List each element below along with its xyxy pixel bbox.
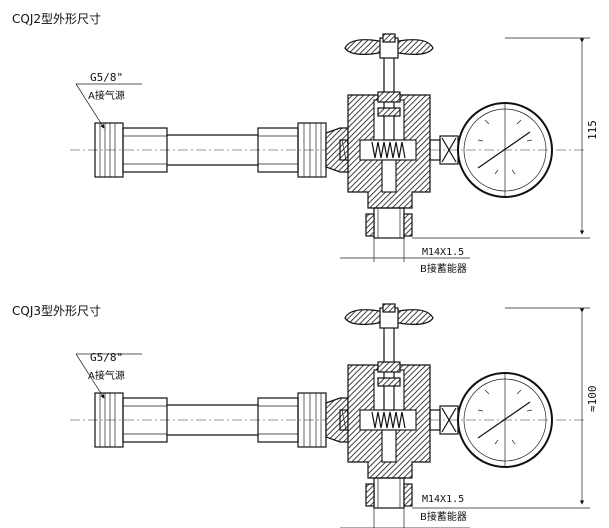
- figure-1-port-desc: B接蓄能器: [420, 262, 467, 275]
- figure-2-assembly: [70, 304, 590, 528]
- figure-2-height-dim: ≈100: [586, 386, 599, 413]
- figure-1-source-label: A接气源: [88, 89, 125, 102]
- figure-1-height-dim: 115: [586, 120, 599, 140]
- figure-1-port-label: M14X1.5: [422, 247, 464, 258]
- figure-2-source-label: A接气源: [88, 369, 125, 382]
- figure-2-thread-label: G5/8": [90, 351, 123, 364]
- figure-1-title: CQJ2型外形尺寸: [12, 12, 101, 26]
- figure-2-port-desc: B接蓄能器: [420, 510, 467, 523]
- figure-2-port-label: M14X1.5: [422, 494, 464, 505]
- figure-2-title: CQJ3型外形尺寸: [12, 304, 101, 318]
- figure-1-assembly: [70, 34, 590, 262]
- figure-1-thread-label: G5/8": [90, 71, 123, 84]
